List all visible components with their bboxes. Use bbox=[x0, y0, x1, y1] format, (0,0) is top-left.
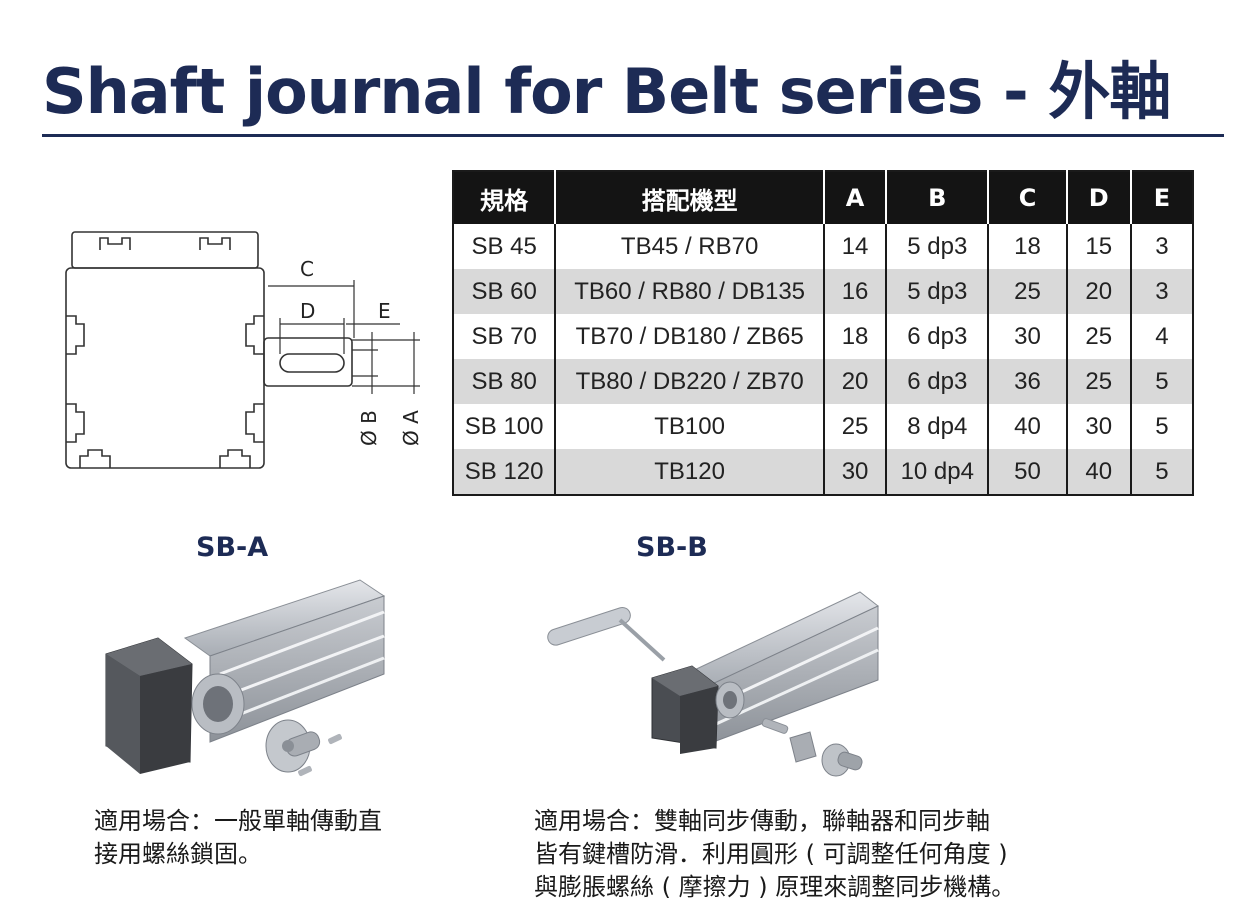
cell-spec: SB 120 bbox=[453, 449, 556, 495]
cell-c: 18 bbox=[987, 224, 1067, 269]
header-c: C bbox=[987, 171, 1067, 224]
cell-c: 36 bbox=[987, 359, 1067, 404]
cell-model: TB70 / DB180 / ZB65 bbox=[554, 314, 824, 359]
cell-b: 8 dp4 bbox=[885, 404, 989, 449]
table-row: SB 120 TB120 30 10 dp4 50 40 5 bbox=[453, 449, 1193, 495]
header-spec: 規格 bbox=[453, 171, 556, 224]
cell-e: 3 bbox=[1129, 269, 1193, 314]
header-b: B bbox=[885, 171, 989, 224]
cell-d: 25 bbox=[1065, 359, 1131, 404]
cell-b: 5 dp3 bbox=[885, 269, 989, 314]
cell-a: 20 bbox=[822, 359, 887, 404]
header-e: E bbox=[1129, 171, 1193, 224]
description-line: 適用場合：雙軸同步傳動，聯軸器和同步軸 bbox=[534, 807, 990, 835]
cell-spec: SB 70 bbox=[453, 314, 556, 359]
table-row: SB 45 TB45 / RB70 14 5 dp3 18 15 3 bbox=[453, 224, 1193, 269]
slot-bottom-left bbox=[79, 449, 111, 468]
spec-table: 規格 搭配機型 A B C D E SB 45 TB45 / RB70 14 5… bbox=[452, 170, 1194, 496]
cell-d: 40 bbox=[1065, 449, 1131, 495]
cell-e: 5 bbox=[1129, 404, 1193, 449]
cell-d: 30 bbox=[1065, 404, 1131, 449]
slot-right-bottom bbox=[245, 403, 264, 443]
dim-label-b: Ø B bbox=[357, 410, 381, 446]
keyway-outline bbox=[279, 353, 345, 373]
sb-b-product-image bbox=[547, 591, 879, 777]
sb-a-description: 適用場合：一般單軸傳動直 接用螺絲鎖固。 bbox=[94, 805, 382, 871]
cell-e: 5 bbox=[1129, 449, 1193, 495]
table-row: SB 70 TB70 / DB180 / ZB65 18 6 dp3 30 25… bbox=[453, 314, 1193, 359]
cell-e: 5 bbox=[1129, 359, 1193, 404]
cell-model: TB120 bbox=[554, 449, 824, 495]
cell-spec: SB 100 bbox=[453, 404, 556, 449]
sb-b-description: 適用場合：雙軸同步傳動，聯軸器和同步軸 皆有鍵槽防滑．利用圓形 ( 可調整任何角… bbox=[534, 805, 1015, 904]
header-a: A bbox=[822, 171, 887, 224]
cell-spec: SB 45 bbox=[453, 224, 556, 269]
slot-left-bottom bbox=[66, 403, 85, 443]
description-line: 與膨脹螺絲 ( 摩擦力 ) 原理來調整同步機構。 bbox=[534, 873, 1016, 901]
top-rail-slot-right bbox=[199, 237, 231, 250]
cell-model: TB45 / RB70 bbox=[554, 224, 824, 269]
description-line: 接用螺絲鎖固。 bbox=[94, 840, 262, 868]
end-cap-outline bbox=[65, 267, 265, 469]
description-line: 適用場合：一般單軸傳動直 bbox=[94, 807, 382, 835]
cell-c: 40 bbox=[987, 404, 1067, 449]
table-row: SB 60 TB60 / RB80 / DB135 16 5 dp3 25 20… bbox=[453, 269, 1193, 314]
cell-d: 15 bbox=[1065, 224, 1131, 269]
cell-e: 4 bbox=[1129, 314, 1193, 359]
cell-model: TB80 / DB220 / ZB70 bbox=[554, 359, 824, 404]
slot-right-top bbox=[245, 315, 264, 355]
header-model: 搭配機型 bbox=[554, 171, 824, 224]
cell-model: TB100 bbox=[554, 404, 824, 449]
cell-c: 25 bbox=[987, 269, 1067, 314]
top-rail-slot-left bbox=[99, 237, 131, 250]
cell-b: 5 dp3 bbox=[885, 224, 989, 269]
cell-spec: SB 60 bbox=[453, 269, 556, 314]
product-label-sb-b: SB-B bbox=[636, 532, 708, 563]
table-header-row: 規格 搭配機型 A B C D E bbox=[453, 171, 1193, 224]
slot-bottom-right bbox=[219, 449, 251, 468]
cell-b: 6 dp3 bbox=[885, 359, 989, 404]
cell-c: 50 bbox=[987, 449, 1067, 495]
dim-label-a: Ø A bbox=[399, 410, 423, 446]
cell-a: 30 bbox=[822, 449, 887, 495]
dim-label-d: D bbox=[300, 299, 315, 323]
cell-b: 6 dp3 bbox=[885, 314, 989, 359]
table-row: SB 100 TB100 25 8 dp4 40 30 5 bbox=[453, 404, 1193, 449]
cell-a: 16 bbox=[822, 269, 887, 314]
product-label-sb-a: SB-A bbox=[196, 532, 269, 563]
page-title: Shaft journal for Belt series - 外軸 bbox=[42, 55, 1171, 128]
cell-d: 25 bbox=[1065, 314, 1131, 359]
cell-d: 20 bbox=[1065, 269, 1131, 314]
dim-label-e: E bbox=[378, 299, 391, 323]
cell-model: TB60 / RB80 / DB135 bbox=[554, 269, 824, 314]
table-row: SB 80 TB80 / DB220 / ZB70 20 6 dp3 36 25… bbox=[453, 359, 1193, 404]
header-d: D bbox=[1065, 171, 1131, 224]
cell-c: 30 bbox=[987, 314, 1067, 359]
cell-a: 18 bbox=[822, 314, 887, 359]
dim-label-c: C bbox=[300, 257, 314, 281]
cell-a: 25 bbox=[822, 404, 887, 449]
title-underline bbox=[42, 134, 1224, 137]
cell-e: 3 bbox=[1129, 224, 1193, 269]
cell-spec: SB 80 bbox=[453, 359, 556, 404]
cell-a: 14 bbox=[822, 224, 887, 269]
sb-a-product-image bbox=[105, 579, 386, 777]
cell-b: 10 dp4 bbox=[885, 449, 989, 495]
shaft-outline bbox=[263, 337, 353, 387]
slot-left-top bbox=[66, 315, 85, 355]
dimension-drawing: C D E Ø B Ø A bbox=[65, 231, 423, 469]
description-line: 皆有鍵槽防滑．利用圓形 ( 可調整任何角度 ) bbox=[534, 840, 1008, 868]
